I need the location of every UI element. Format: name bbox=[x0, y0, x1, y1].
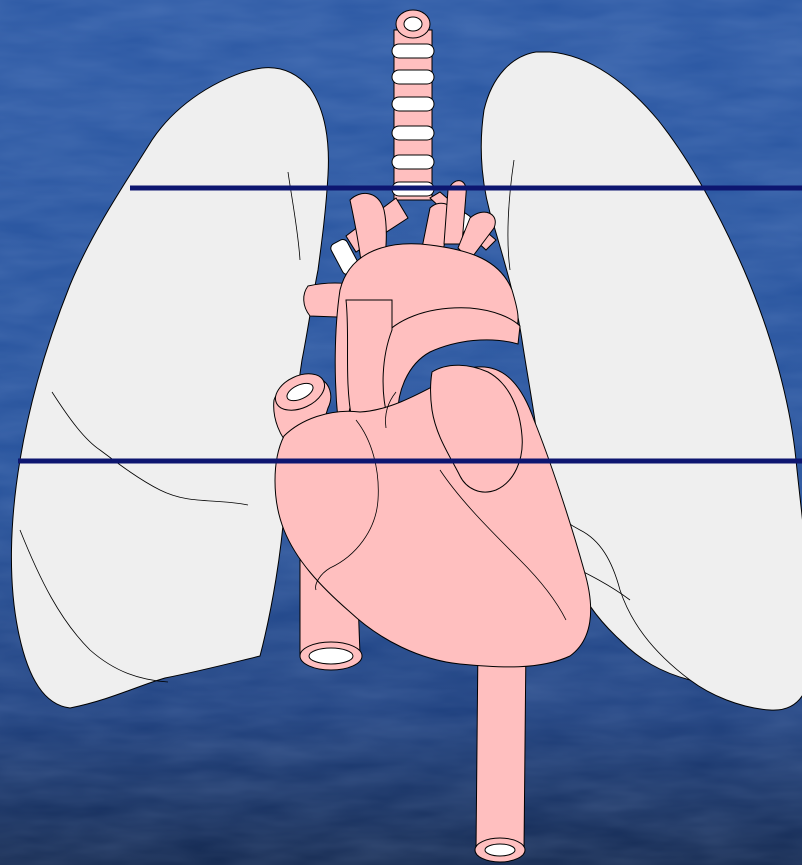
descending-aorta bbox=[476, 640, 526, 850]
inferior-vena-cava-lumen bbox=[309, 648, 353, 664]
descending-aorta-lumen bbox=[485, 844, 515, 856]
tracheal-ring bbox=[392, 97, 434, 111]
trachea-lumen bbox=[404, 17, 422, 31]
tracheal-ring bbox=[392, 44, 434, 58]
tracheal-ring bbox=[392, 126, 434, 140]
tracheal-ring bbox=[392, 155, 434, 169]
tracheal-ring bbox=[392, 70, 434, 84]
